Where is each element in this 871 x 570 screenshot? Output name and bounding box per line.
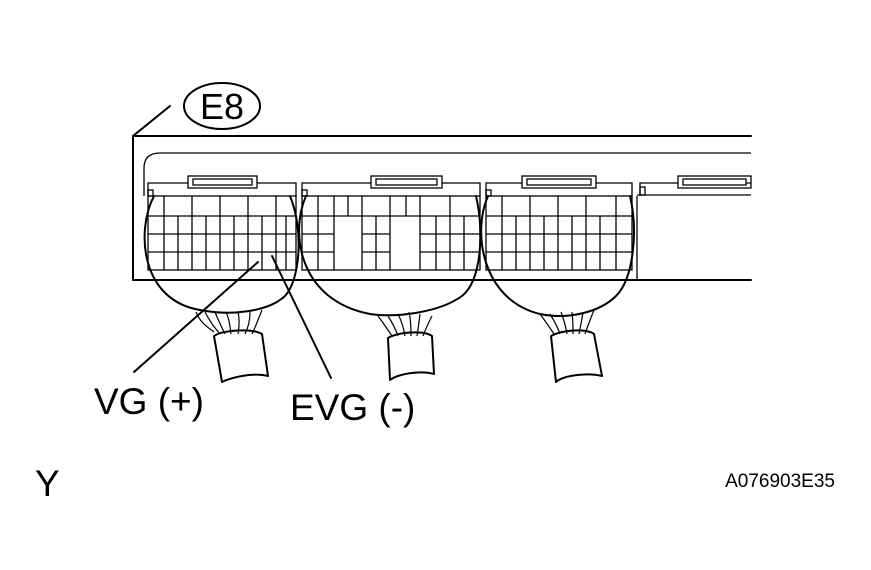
plug-2-latch-inner [375, 178, 438, 186]
plug-3-wire-harness [539, 309, 603, 383]
plug-2-pin-grid [301, 195, 481, 271]
plug-1-left-key [147, 189, 154, 197]
view-letter: Y [35, 463, 60, 504]
housing-inner-edge [143, 152, 751, 196]
plug-1-hood [143, 195, 300, 314]
plug-1-latch [187, 175, 258, 189]
plug-1-cable-sheath [213, 329, 269, 383]
vg-plus-label: VG (+) [94, 381, 204, 422]
plug-3-latch [521, 175, 597, 189]
plug-3-left-key [485, 189, 492, 197]
plug-4-latch-inner [682, 178, 747, 186]
housing-outer-edge [132, 135, 752, 281]
plug-2-cable-sheath [387, 331, 435, 381]
plug-3-cable-sheath [550, 329, 603, 383]
plug-1-wire-harness [195, 309, 269, 383]
plug-2-latch [370, 175, 443, 189]
ecu-housing [132, 135, 752, 281]
connector-tag-oval [183, 82, 261, 130]
figure-code: A076903E35 [725, 471, 835, 492]
plug-1-pin-grid [147, 195, 297, 271]
vg-plus-leader-line [133, 261, 259, 373]
connector-plug-3 [480, 175, 635, 383]
plug-4-left-key [639, 186, 646, 196]
evg-minus-label: EVG (-) [290, 387, 415, 428]
connector-plug-2 [298, 175, 482, 381]
connector-tag: E8 [132, 82, 261, 137]
evg-minus-leader-line [271, 255, 332, 379]
plug-1-latch-inner [192, 178, 253, 186]
connector-tag-label: E8 [200, 86, 244, 127]
tag-leader-line [132, 105, 171, 137]
connector-plug-4-partial [636, 175, 752, 280]
plug-3-pin-grid [485, 195, 633, 271]
plug-2-wire-harness [377, 311, 435, 381]
plug-3-latch-inner [526, 178, 592, 186]
plug-4-latch [677, 175, 752, 189]
connector-plug-1 [143, 175, 300, 383]
